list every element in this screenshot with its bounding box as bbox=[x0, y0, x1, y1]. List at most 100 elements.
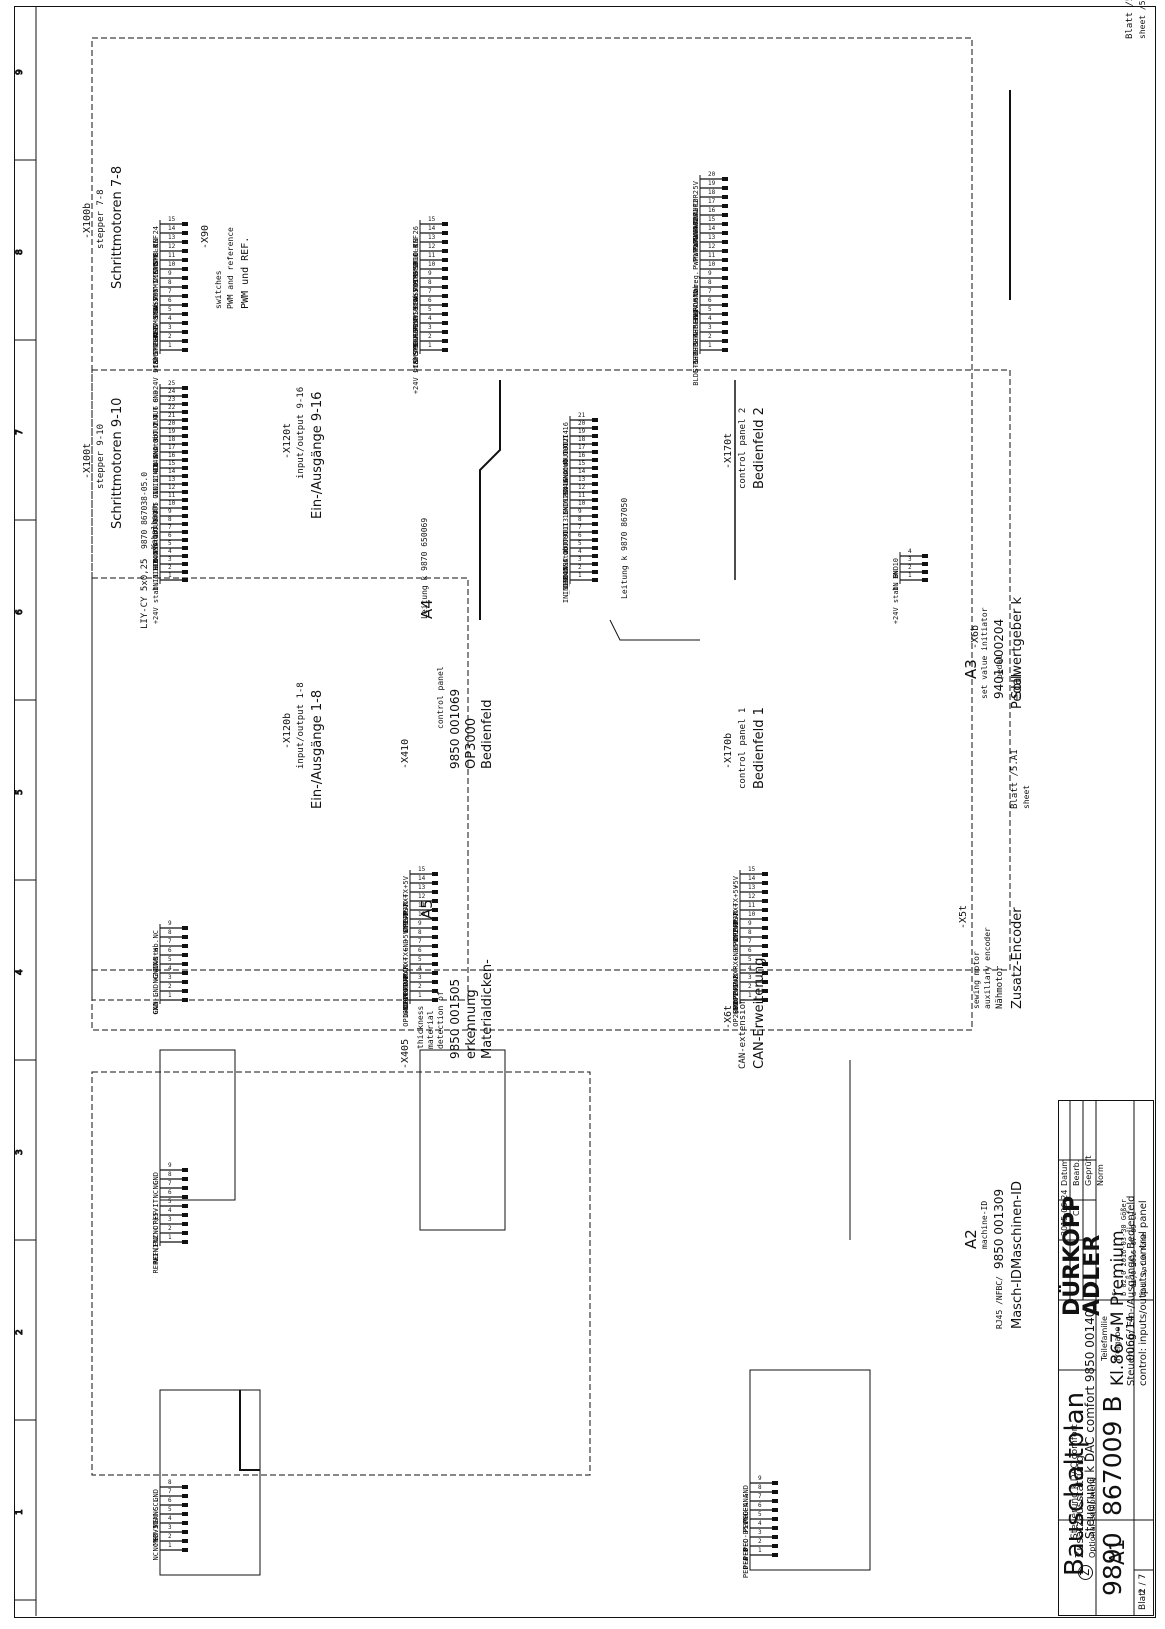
pwm-conn: -X90 bbox=[200, 224, 211, 249]
pin-contact bbox=[772, 1544, 778, 1548]
pin-contact bbox=[432, 935, 438, 939]
pin-number: 7 bbox=[748, 938, 752, 945]
pin-label: NC bbox=[152, 930, 160, 938]
pin-number: 20 bbox=[168, 420, 176, 427]
pin-number: 3 bbox=[758, 1529, 762, 1536]
pin-label: IN_8 bbox=[152, 454, 160, 471]
pin-number: 6 bbox=[748, 947, 752, 954]
pin-label: OUT_16 bbox=[562, 422, 570, 447]
pin-number: 13 bbox=[168, 476, 176, 483]
pin-contact bbox=[762, 917, 768, 921]
pin-number: 15 bbox=[418, 866, 426, 873]
sm78-pins: 1+24V stab.2DIR-SM73SM7-CLK4SM7-REF5EN-S… bbox=[152, 216, 188, 394]
pin-number: 17 bbox=[578, 444, 586, 451]
pin-contact bbox=[182, 962, 188, 966]
pwm-sub2: switches bbox=[214, 270, 223, 309]
pin-label: GND bbox=[152, 390, 160, 403]
pin-label: IN_11 bbox=[562, 582, 570, 603]
pin-number: 19 bbox=[578, 428, 586, 435]
pin-number: 14 bbox=[428, 225, 436, 232]
pin-contact bbox=[432, 890, 438, 894]
pin-contact bbox=[182, 1204, 188, 1208]
pin-number: 15 bbox=[428, 216, 436, 223]
pin-number: 8 bbox=[168, 1171, 172, 1178]
pin-contact bbox=[442, 276, 448, 280]
pin-contact bbox=[182, 554, 188, 558]
pin-number: 2 bbox=[168, 983, 172, 990]
pin-number: 13 bbox=[748, 884, 756, 891]
pin-contact bbox=[592, 546, 598, 550]
pin-number: 11 bbox=[748, 902, 756, 909]
pin-label: Eng-On bbox=[692, 298, 700, 323]
pin-number: 5 bbox=[168, 1506, 172, 1513]
pin-contact bbox=[182, 410, 188, 414]
pin-contact bbox=[592, 466, 598, 470]
pin-label: IN_12 bbox=[562, 494, 570, 515]
pin-number: 9 bbox=[758, 1475, 762, 1482]
pin-number: 6 bbox=[758, 1502, 762, 1509]
pin-number: 24 bbox=[168, 388, 176, 395]
pin-label: OUT_10 bbox=[562, 446, 570, 471]
pin-number: 15 bbox=[168, 216, 176, 223]
pin-label: IN_13 bbox=[562, 574, 570, 595]
pin-contact bbox=[182, 522, 188, 526]
pin-contact bbox=[182, 980, 188, 984]
pin-label: IN_ANA_2 bbox=[562, 550, 570, 584]
pin-number: 5 bbox=[708, 306, 712, 313]
pin-contact bbox=[772, 1499, 778, 1503]
pin-label: IN_15 bbox=[562, 566, 570, 587]
pin-contact bbox=[182, 538, 188, 542]
pin-number: 21 bbox=[578, 412, 586, 419]
pin-number: 6 bbox=[168, 297, 172, 304]
pin-label: +24V stab. bbox=[152, 939, 160, 981]
pin-label: OPPAN-RX+ bbox=[732, 957, 740, 995]
pin-contact bbox=[432, 971, 438, 975]
pin-label: MEM-SDA bbox=[152, 1515, 160, 1545]
pin-contact bbox=[182, 562, 188, 566]
pin-label: SM8-CLK bbox=[152, 243, 160, 273]
pin-contact bbox=[182, 240, 188, 244]
a5-title1: Materialdicken- bbox=[480, 959, 495, 1059]
pin-label: OPPAN-RX- bbox=[732, 966, 740, 1004]
pin-number: 11 bbox=[428, 252, 436, 259]
pin-label: OUT_7 bbox=[152, 494, 160, 515]
pin-number: 3 bbox=[708, 324, 712, 331]
pin-number: 14 bbox=[578, 468, 586, 475]
pin-label: RDY-SM9 bbox=[412, 262, 420, 292]
a5-title2: erkennung bbox=[464, 989, 479, 1059]
a4-desc: control panel bbox=[436, 666, 445, 729]
pin-number: 12 bbox=[708, 243, 716, 250]
pin-contact bbox=[182, 1512, 188, 1516]
pin-number: 5 bbox=[758, 1511, 762, 1518]
pin-label: NC bbox=[152, 1507, 160, 1515]
pin-label: NC (ENC-OT) bbox=[152, 1217, 160, 1263]
pin-number: 3 bbox=[168, 556, 172, 563]
pin-number: 16 bbox=[168, 452, 176, 459]
pin-contact bbox=[592, 490, 598, 494]
pin-contact bbox=[762, 980, 768, 984]
pin-label: +24V stab. bbox=[152, 582, 160, 624]
pin-contact bbox=[182, 989, 188, 993]
pin-contact bbox=[722, 213, 728, 217]
pin-number: 8 bbox=[578, 516, 582, 523]
pin-number: 2 bbox=[168, 564, 172, 571]
pin-label: +24V stab. bbox=[152, 352, 160, 394]
pin-contact bbox=[432, 908, 438, 912]
pin-label: IN_1 bbox=[152, 574, 160, 591]
pin-contact bbox=[182, 506, 188, 510]
pin-label: RST bbox=[402, 911, 410, 924]
can-link bbox=[609, 619, 700, 641]
pin-number: 12 bbox=[168, 484, 176, 491]
pin-label: ANA-CUR1 bbox=[692, 208, 700, 242]
pin-number: 19 bbox=[708, 180, 716, 187]
kabelbaum-number: 9870 867038-05.0 bbox=[140, 471, 149, 549]
pin-label: SM9-REF bbox=[412, 325, 420, 355]
pin-contact bbox=[182, 348, 188, 352]
pin-number: 3 bbox=[168, 1524, 172, 1531]
pin-number: 2 bbox=[428, 333, 432, 340]
grid-number: 8 bbox=[15, 249, 25, 255]
pin-contact bbox=[762, 953, 768, 957]
pin-number: 8 bbox=[168, 516, 172, 523]
